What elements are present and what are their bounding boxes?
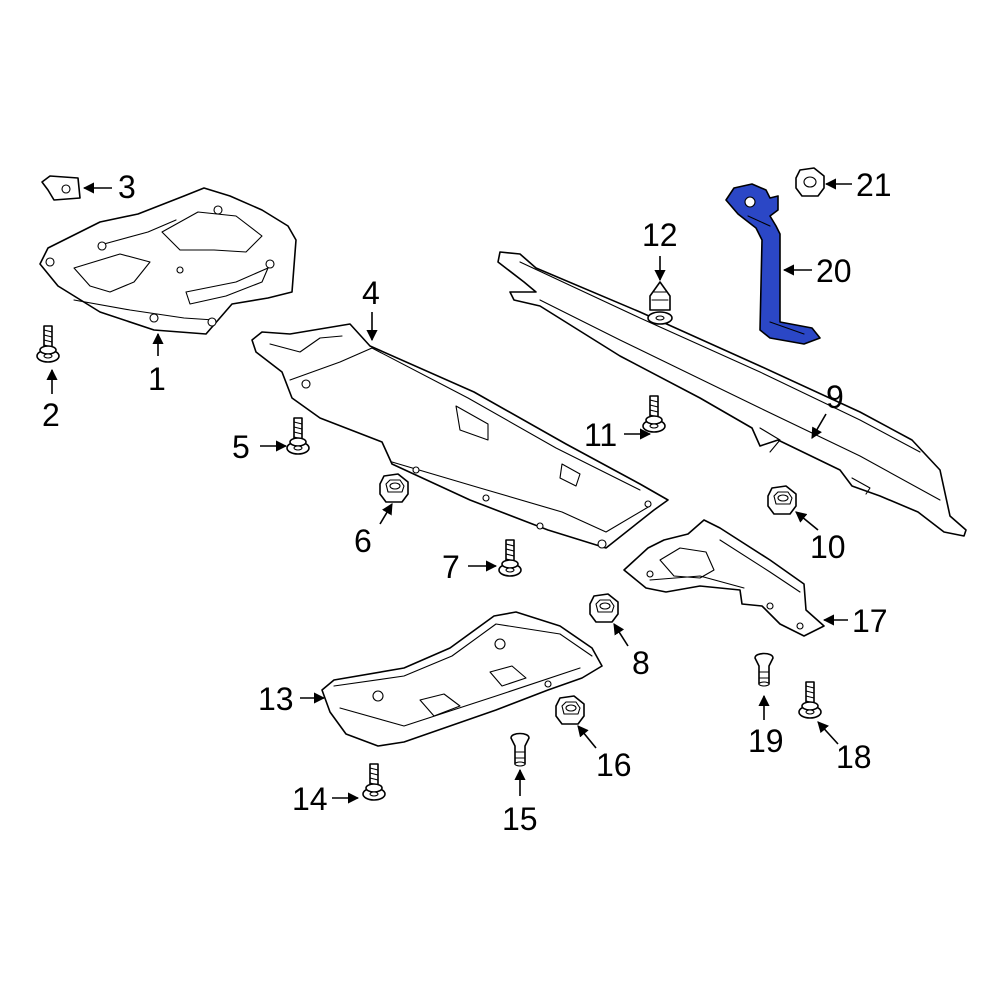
leader-6 bbox=[379, 503, 393, 525]
callout-17: 17 bbox=[852, 603, 888, 639]
leader-lines bbox=[46, 178, 852, 804]
part-20-bracket-highlighted bbox=[725, 183, 821, 345]
part-18-bolt bbox=[798, 681, 822, 719]
leader-9 bbox=[811, 413, 827, 439]
part-7-bolt bbox=[498, 539, 522, 577]
leader-8 bbox=[613, 623, 629, 647]
callout-8: 8 bbox=[632, 645, 650, 681]
part-6-nut bbox=[379, 473, 409, 503]
callout-7: 7 bbox=[442, 549, 460, 585]
callout-14: 14 bbox=[292, 781, 328, 817]
part-12-push-clip bbox=[647, 281, 673, 325]
part-2-bolt bbox=[36, 325, 60, 363]
leader-18 bbox=[817, 721, 839, 745]
callout-20: 20 bbox=[816, 253, 852, 289]
callout-4: 4 bbox=[362, 275, 380, 311]
callout-5: 5 bbox=[232, 429, 250, 465]
part-11-bolt bbox=[642, 395, 666, 433]
part-10-nut bbox=[767, 485, 797, 515]
part-14-bolt bbox=[362, 763, 386, 801]
part-3-bracket bbox=[41, 175, 81, 201]
part-9-side-rail bbox=[497, 251, 967, 537]
part-5-bolt bbox=[286, 417, 310, 455]
callout-3: 3 bbox=[118, 169, 136, 205]
callout-16: 16 bbox=[596, 747, 632, 783]
callout-9: 9 bbox=[826, 379, 844, 415]
callout-labels: 1 2 3 4 5 6 7 8 9 10 11 12 13 14 15 16 1… bbox=[42, 167, 892, 837]
part-1-front-shield bbox=[39, 187, 297, 335]
part-19-clip bbox=[754, 652, 774, 687]
part-16-nut bbox=[555, 695, 585, 725]
part-4-center-shield bbox=[251, 323, 669, 549]
part-8-nut bbox=[589, 593, 619, 623]
callout-19: 19 bbox=[748, 723, 784, 759]
leader-10 bbox=[795, 511, 819, 531]
callout-15: 15 bbox=[502, 801, 538, 837]
callout-11: 11 bbox=[584, 417, 617, 453]
callout-1: 1 bbox=[148, 361, 166, 397]
callout-21: 21 bbox=[856, 167, 892, 203]
callout-10: 10 bbox=[810, 529, 846, 565]
part-15-clip bbox=[510, 732, 530, 767]
callout-6: 6 bbox=[354, 523, 372, 559]
part-13-rear-shield bbox=[321, 611, 603, 747]
part-21-nut bbox=[795, 167, 825, 197]
callout-2: 2 bbox=[42, 397, 60, 433]
leader-16 bbox=[577, 725, 597, 749]
callout-12: 12 bbox=[642, 217, 678, 253]
part-17-bracket-shield bbox=[623, 519, 825, 637]
callout-18: 18 bbox=[836, 739, 872, 775]
callout-13: 13 bbox=[258, 681, 294, 717]
